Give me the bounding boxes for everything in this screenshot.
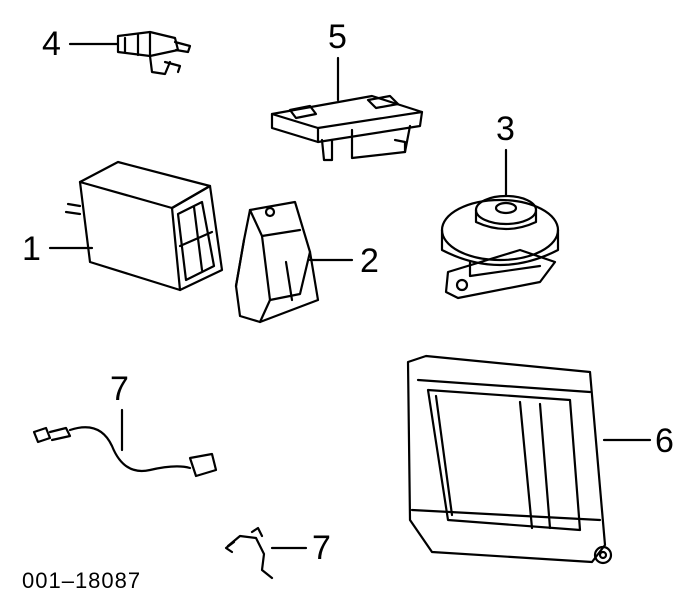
callout-3: 3	[496, 110, 515, 148]
callout-7-sensor: 7	[110, 370, 129, 408]
part-6-module	[406, 354, 652, 565]
part-3-egr-valve	[440, 148, 560, 300]
part-2-bracket	[234, 200, 354, 324]
callout-1: 1	[22, 230, 41, 268]
callout-5: 5	[328, 18, 347, 56]
diagram-id-label: 001–18087	[22, 568, 142, 593]
part-1-control-box	[48, 160, 224, 292]
part-5-module	[270, 56, 424, 162]
callout-2: 2	[360, 242, 379, 280]
part-7-harness	[224, 526, 308, 580]
callout-6: 6	[655, 422, 674, 460]
part-4-solenoid	[68, 30, 192, 76]
callout-4: 4	[42, 25, 61, 63]
callout-7-harness: 7	[312, 529, 331, 567]
part-7-sensor-wire	[32, 408, 218, 478]
